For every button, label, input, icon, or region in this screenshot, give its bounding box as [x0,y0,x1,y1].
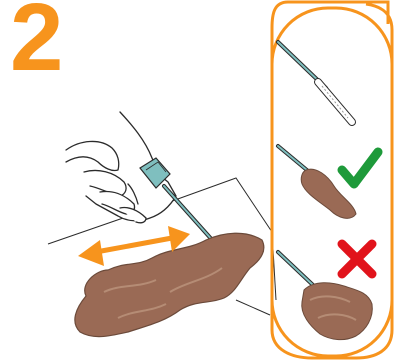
correct-swab-illustration [278,146,356,218]
cross-icon [342,244,372,274]
check-icon [342,152,378,184]
clean-swab-illustration [278,42,352,122]
